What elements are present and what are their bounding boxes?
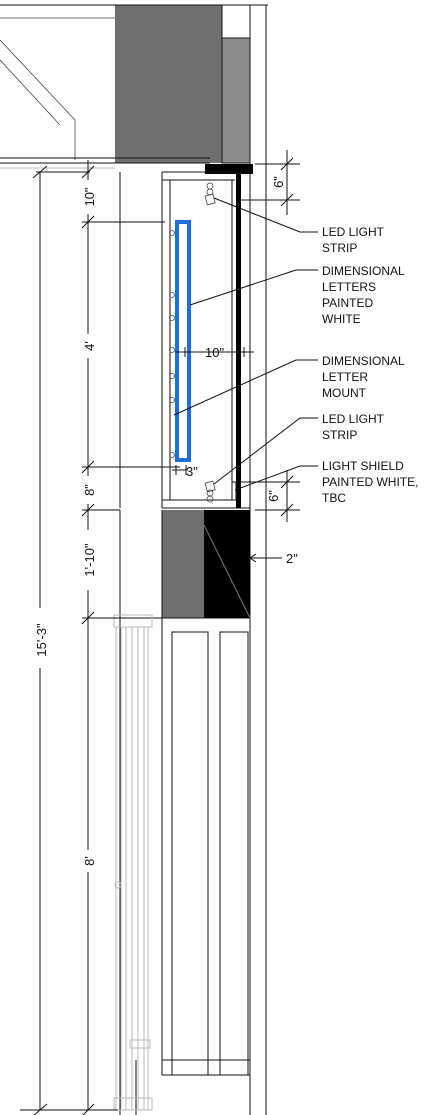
dim-top-reveal-text: 10" bbox=[82, 187, 97, 206]
callout-letters-line2: LETTERS bbox=[322, 280, 376, 294]
door-frame bbox=[113, 614, 153, 1111]
fascia-black bbox=[204, 510, 250, 618]
callout-led-bottom-line1: LED LIGHT bbox=[322, 412, 385, 426]
dim-label-fascia: 1'-10" bbox=[82, 543, 97, 577]
dim-fascia-projection-text: 2" bbox=[286, 551, 298, 566]
dim-label-bottom-reveal: 8" bbox=[82, 484, 97, 496]
dim-bottom-reveal-text: 8" bbox=[82, 484, 97, 496]
callout-mount-line2: LETTER bbox=[322, 370, 368, 384]
callout-shield-line2: PAINTED WHITE, bbox=[322, 475, 418, 489]
dimensional-letters bbox=[175, 220, 191, 462]
dim-label-top-reveal: 10" bbox=[82, 187, 97, 206]
side-dimensions bbox=[172, 150, 300, 563]
dim-sign-depth-text: 10" bbox=[205, 345, 224, 360]
led-fixture-bottom bbox=[204, 480, 216, 503]
callout-letters: DIMENSIONAL LETTERS PAINTED WHITE bbox=[322, 264, 405, 326]
parapet-block-dark bbox=[115, 5, 222, 163]
callout-letters-line3: PAINTED bbox=[322, 296, 373, 310]
leader-lines bbox=[173, 197, 318, 491]
callout-led-strip-bottom: LED LIGHT STRIP bbox=[322, 412, 385, 442]
callout-mount-line1: DIMENSIONAL bbox=[322, 354, 405, 368]
cap-black bbox=[205, 164, 253, 174]
dim-label-storefront: 8' bbox=[82, 856, 97, 866]
callout-mount: DIMENSIONAL LETTER MOUNT bbox=[322, 354, 405, 400]
letter-mount-points bbox=[169, 230, 175, 458]
callout-shield-line3: TBC bbox=[322, 491, 346, 505]
fascia-band bbox=[119, 510, 251, 1115]
dim-label-overall: 15'-3" bbox=[34, 623, 49, 657]
dim-label-letter-height: 4' bbox=[82, 341, 97, 351]
dim-storefront-text: 8' bbox=[82, 856, 97, 866]
dim-letter-height-text: 4' bbox=[82, 341, 97, 351]
storefront bbox=[135, 618, 251, 1115]
callout-led-strip-top: LED LIGHT STRIP bbox=[322, 225, 385, 255]
dim-mount-offset-text: 3" bbox=[186, 464, 198, 479]
fascia-gray bbox=[162, 510, 204, 618]
dim-fascia-text: 1'-10" bbox=[82, 543, 97, 577]
callout-led-top-line1: LED LIGHT bbox=[322, 225, 385, 239]
callout-mount-line3: MOUNT bbox=[322, 386, 367, 400]
dim-overall-text: 15'-3" bbox=[34, 623, 49, 657]
light-shield-lip bbox=[231, 481, 237, 501]
wall-section bbox=[119, 171, 250, 509]
parapet-block-light bbox=[221, 37, 251, 164]
callout-led-bottom-line2: STRIP bbox=[322, 428, 357, 442]
callout-letters-line4: WHITE bbox=[322, 312, 361, 326]
dim-shield-top-text: 6" bbox=[271, 176, 286, 188]
callout-led-top-line2: STRIP bbox=[322, 241, 357, 255]
callout-letters-line1: DIMENSIONAL bbox=[322, 264, 405, 278]
callout-light-shield: LIGHT SHIELD PAINTED WHITE, TBC bbox=[322, 459, 418, 505]
led-fixture-top bbox=[204, 182, 216, 206]
sign-face-shield bbox=[236, 172, 241, 508]
dim-label-shield-bottom: 6" bbox=[266, 490, 281, 502]
callout-shield-line1: LIGHT SHIELD bbox=[322, 459, 404, 473]
dim-shield-bottom-text: 6" bbox=[266, 490, 281, 502]
dim-label-shield-top: 6" bbox=[271, 176, 286, 188]
dimension-lines bbox=[20, 160, 165, 1115]
